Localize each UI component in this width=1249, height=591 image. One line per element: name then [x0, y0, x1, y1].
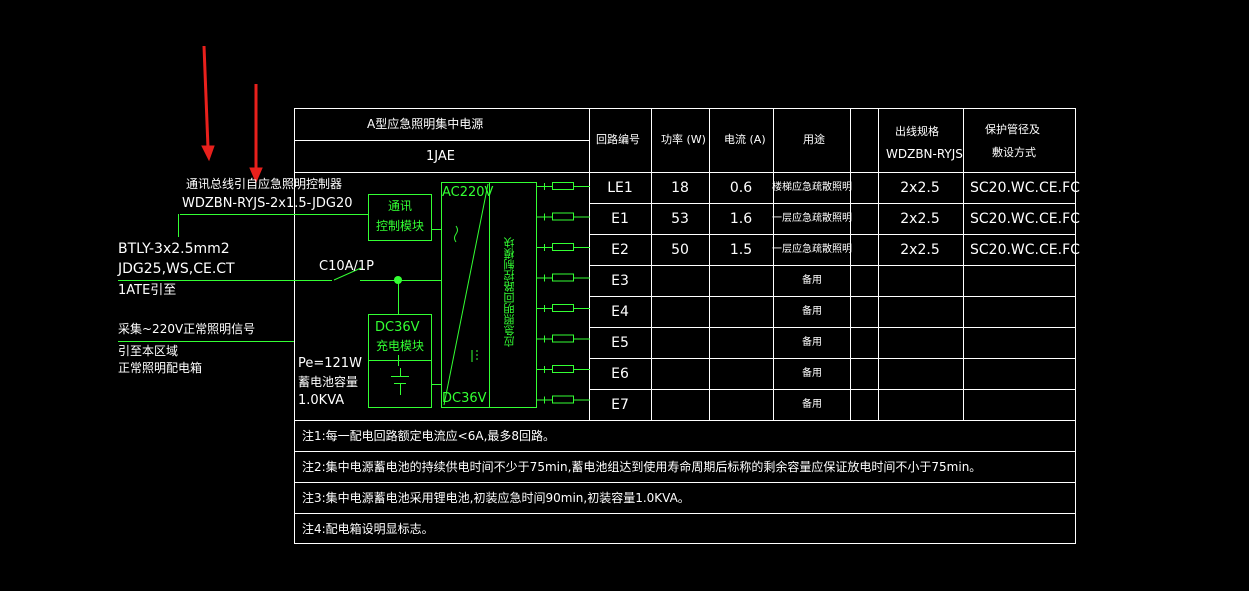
battery-capacity-value: 1.0KVA: [298, 393, 345, 408]
pe-label: Pe=121W: [298, 356, 362, 371]
note-4: 注4:配电箱设明显标志。: [302, 522, 434, 536]
comm-cable-label: WDZBN-RYJS-2x1.5-JDG20: [182, 196, 353, 211]
cell-current: 1.5: [729, 241, 753, 258]
table-grid: [294, 108, 1076, 544]
ac-input-label: AC220V: [442, 185, 494, 200]
cell-id: E2: [611, 241, 629, 258]
red-arrow-1-head: [201, 145, 215, 162]
cell-pipe: SC20.WC.CE.FC: [970, 179, 1080, 196]
cell-id: E3: [611, 272, 629, 289]
charge-module-label-2: 充电模块: [376, 339, 425, 353]
cell-power: 50: [671, 241, 689, 258]
annotation-arrows: [201, 45, 263, 184]
cell-use: 备用: [802, 398, 822, 410]
output-breakers: [537, 182, 590, 404]
cell-id: E4: [611, 303, 629, 320]
header-title: A型应急照明集中电源: [367, 117, 484, 131]
comm-module-label-2: 控制模块: [376, 219, 425, 233]
loop-control-label: 应急照明回路控制模块: [503, 237, 516, 347]
col-spec-cable: WDZBN-RYJS: [886, 147, 963, 161]
output-breaker: [537, 273, 590, 282]
cell-id: E1: [611, 210, 629, 227]
cell-use: 一层应急疏散照明: [772, 243, 852, 255]
cell-use: 楼梯应急疏散照明: [772, 181, 852, 193]
cell-power: 18: [671, 179, 689, 196]
cell-use: 一层应急疏散照明: [772, 212, 852, 224]
dc-output-label: DC36V: [442, 391, 487, 406]
incoming-lines: [118, 214, 441, 366]
col-loop-id: 回路编号: [596, 133, 640, 146]
charge-module-label-1: DC36V: [375, 320, 420, 335]
cell-current: 0.6: [729, 179, 753, 196]
cell-id: E5: [611, 334, 629, 351]
col-spec: 出线规格: [895, 125, 939, 138]
col-pipe-2: 敷设方式: [992, 146, 1036, 159]
output-breaker: [537, 395, 590, 404]
signal-label-2: 引至本区域: [118, 344, 179, 358]
breaker-label: C10A/1P: [319, 259, 375, 274]
inverter-diagonal: [443, 183, 489, 406]
note-2: 注2:集中电源蓄电池的持续供电时间不少于75min,蓄电池组达到使用寿命周期后标…: [302, 460, 982, 474]
modules: [368, 182, 537, 408]
cell-id: E7: [611, 396, 629, 413]
junction-dot: [394, 276, 402, 284]
cell-id: E6: [611, 365, 629, 382]
cell-spec: 2x2.5: [900, 210, 940, 227]
comm-module-label-1: 通讯: [388, 199, 413, 213]
cell-current: 1.6: [729, 210, 753, 227]
cell-use: 备用: [802, 336, 822, 348]
red-arrow-2-head: [249, 167, 263, 184]
note-3: 注3:集中电源蓄电池采用锂电池,初装应急时间90min,初装容量1.0KVA。: [302, 491, 690, 505]
cell-use: 备用: [802, 274, 822, 286]
cell-use: 备用: [802, 367, 822, 379]
cell-pipe: SC20.WC.CE.FC: [970, 210, 1080, 227]
output-breaker: [537, 304, 590, 312]
col-use: 用途: [803, 133, 825, 146]
ac-symbol: [454, 225, 458, 243]
output-breaker: [537, 334, 590, 343]
header-code: 1JAE: [426, 149, 455, 164]
cell-use: 备用: [802, 305, 822, 317]
output-breaker: [537, 212, 590, 221]
charge-module-box: [368, 314, 432, 408]
comm-module-box: [368, 194, 432, 241]
col-power: 功率 (W): [661, 133, 706, 146]
power-cable-label: BTLY-3x2.5mm2: [118, 241, 230, 257]
power-source-label: 1ATE引至: [118, 283, 177, 298]
cell-pipe: SC20.WC.CE.FC: [970, 241, 1080, 258]
breaker-contact: [333, 267, 362, 281]
col-current: 电流 (A): [724, 133, 766, 146]
cell-id: LE1: [607, 179, 633, 196]
signal-label-1: 采集~220V正常照明信号: [118, 322, 256, 336]
output-breaker: [537, 182, 590, 190]
cell-spec: 2x2.5: [900, 241, 940, 258]
signal-label-3: 正常照明配电箱: [118, 361, 203, 375]
red-arrow-1: [202, 45, 210, 149]
cell-spec: 2x2.5: [900, 179, 940, 196]
battery-capacity-label: 蓄电池容量: [298, 375, 359, 389]
loop-control-box: [489, 182, 537, 408]
cell-power: 53: [671, 210, 689, 227]
comm-source-label: 通讯总线引自应急照明控制器: [186, 177, 343, 191]
output-breaker: [537, 365, 590, 373]
output-breaker: [537, 243, 590, 251]
power-conduit-label: JDG25,WS,CE.CT: [118, 261, 235, 277]
note-1: 注1:每一配电回路额定电流应<6A,最多8回路。: [302, 429, 556, 443]
col-pipe-1: 保护管径及: [985, 123, 1040, 136]
table-frame: [294, 108, 1076, 544]
